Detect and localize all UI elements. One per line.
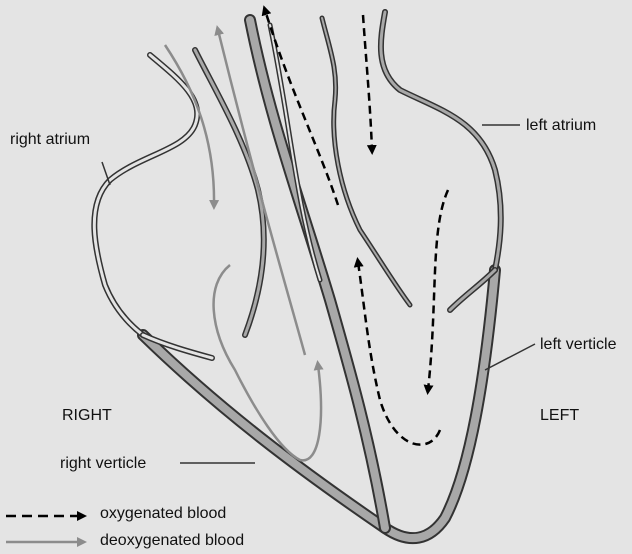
label-left-atrium: left atrium: [526, 117, 596, 135]
vena-cava-tube: [195, 50, 264, 335]
label-left-side: LEFT: [540, 407, 579, 425]
right-atrium-wall: [94, 55, 197, 335]
heart-outer-wall: [143, 270, 495, 538]
label-right-atrium: right atrium: [10, 131, 90, 149]
left-atrium-wall: [381, 12, 501, 270]
oxy-arrow-ventricle-down: [428, 190, 448, 390]
legend-oxygenated-label: oxygenated blood: [100, 505, 226, 523]
label-right-verticle: right verticle: [60, 455, 146, 473]
legend-swatches: [6, 516, 82, 542]
label-left-verticle: left verticle: [540, 336, 616, 354]
oxy-arrow-atrium-down: [363, 15, 372, 150]
legend-deoxygenated-label: deoxygenated blood: [100, 532, 244, 550]
deoxy-arrow-loop: [214, 265, 321, 460]
label-right-side: RIGHT: [62, 407, 112, 425]
